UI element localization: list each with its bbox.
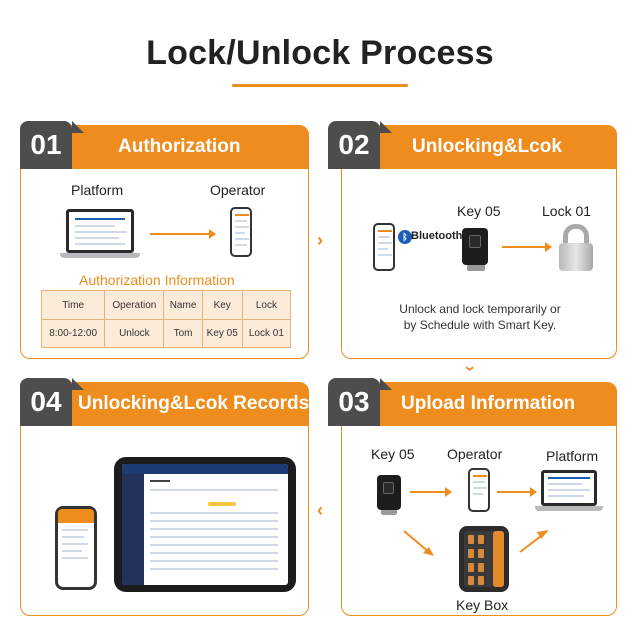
step-01-platform-label: Platform <box>71 182 124 198</box>
step-02-lock-label: Lock 01 <box>542 203 592 219</box>
step-02-arrow <box>502 242 552 252</box>
step-03-platform-label: Platform <box>546 448 599 464</box>
step-03-key-label: Key 05 <box>371 446 415 462</box>
step-01-title: Authorization <box>118 136 241 157</box>
phone-icon <box>373 223 395 271</box>
auth-cell-time: 8:00-12:00 <box>40 319 106 348</box>
step-02-key-label: Key 05 <box>457 203 501 219</box>
auth-header-time: Time <box>40 290 106 320</box>
bluetooth-label: Bluetooth <box>411 230 463 242</box>
auth-header-key: Key <box>201 290 243 320</box>
step-02-description-line1: Unlock and lock temporarily or <box>399 302 561 316</box>
step-03-phone-icon <box>468 468 490 512</box>
step-02-description-line2: by Schedule with Smart Key. <box>403 318 557 332</box>
step-03-arrow-2 <box>497 487 537 497</box>
step-02-title: Unlocking&Lcok <box>412 136 562 157</box>
bluetooth-icon: ᛒ <box>398 230 412 244</box>
step-04-title: Unlocking&Lcok Records <box>78 393 310 414</box>
chevron-left-icon: ‹ <box>317 500 323 520</box>
step-01-operator-label: Operator <box>210 182 266 198</box>
step-04-number: 04 <box>20 378 84 426</box>
auth-cell-operation: Unlock <box>104 319 165 348</box>
table-row: 8:00-12:00 Unlock Tom Key 05 Lock 01 <box>40 319 292 348</box>
auth-info-title: Authorization Information <box>79 272 235 288</box>
auth-header-name: Name <box>163 290 203 320</box>
auth-header-operation: Operation <box>104 290 165 320</box>
auth-cell-lock: Lock 01 <box>241 319 292 348</box>
chevron-right-icon: › <box>317 230 323 250</box>
step-03-number: 03 <box>328 378 392 426</box>
title-underline <box>232 84 408 87</box>
records-phone-icon <box>55 506 97 590</box>
auth-cell-name: Tom <box>163 319 203 348</box>
key-box-label: Key Box <box>456 597 509 613</box>
step-03-arrow-1 <box>410 487 452 497</box>
auth-cell-key: Key 05 <box>201 319 243 348</box>
tablet-icon <box>114 457 296 592</box>
page-title: Lock/Unlock Process <box>146 34 494 72</box>
chevron-down-icon: › <box>460 365 481 372</box>
step-02-number: 02 <box>328 121 392 169</box>
operator-phone-icon <box>230 207 252 257</box>
step-03-operator-label: Operator <box>447 446 503 462</box>
step-01-number: 01 <box>20 121 84 169</box>
auth-table: Time Operation Name Key Lock 8:00-12:00 … <box>40 290 292 348</box>
auth-header-lock: Lock <box>241 290 292 320</box>
step-03-title: Upload Information <box>401 393 576 414</box>
step-01-arrow <box>150 229 216 239</box>
auth-table-header: Time Operation Name Key Lock <box>40 290 292 320</box>
